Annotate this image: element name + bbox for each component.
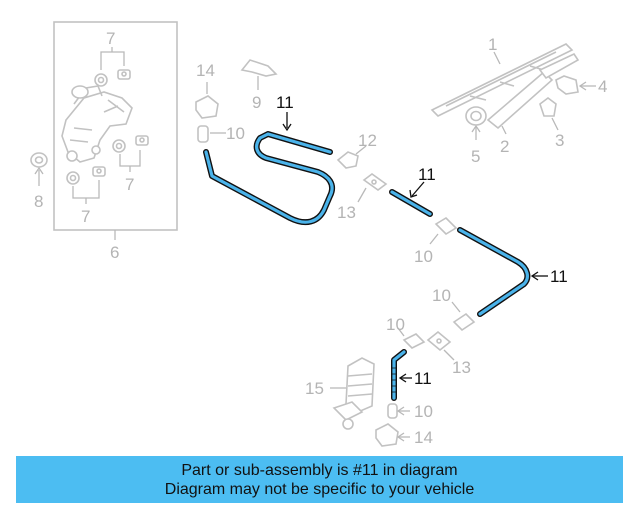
callout-13-top: 13	[337, 203, 356, 222]
callout-6: 6	[110, 243, 119, 262]
callout-2: 2	[500, 137, 509, 156]
callout-5: 5	[471, 147, 480, 166]
callout-8: 8	[34, 192, 43, 211]
callout-3: 3	[555, 131, 564, 150]
callout-10-lower: 10	[386, 315, 405, 334]
hose-joint-10-middle	[429, 216, 458, 245]
callout-7-right: 7	[125, 175, 134, 194]
callout-11-lower: 11	[414, 369, 432, 388]
bolt-top-right	[117, 69, 131, 80]
pivot-nut	[465, 106, 487, 140]
banner-line-1: Part or sub-assembly is #11 in diagram	[181, 461, 458, 479]
wiper-nozzle	[555, 75, 596, 95]
washer-hose-11-short[interactable]	[389, 189, 433, 217]
hose-joint-10-lower	[397, 327, 426, 349]
washer-hose-11-upper-left[interactable]	[203, 131, 336, 226]
check-valve-13-bottom	[426, 330, 455, 361]
bolt-bottom-right	[92, 166, 106, 177]
wiper-arm	[486, 52, 580, 135]
hose-joint-10-right	[451, 301, 476, 332]
callout-10-middle: 10	[414, 247, 433, 266]
banner-line-2: Diagram may not be specific to your vehi…	[164, 480, 475, 498]
callout-11-upper-left: 11	[276, 93, 294, 112]
wiper-blade	[430, 43, 574, 117]
hose-clamp-14-bottom	[375, 423, 410, 447]
washer-nozzle-12	[336, 145, 367, 169]
callout-11-short: 11	[418, 165, 436, 184]
callout-4: 4	[598, 77, 607, 96]
info-banner: Part or sub-assembly is #11 in diagram D…	[16, 456, 623, 503]
callout-13-bottom: 13	[452, 358, 471, 377]
hose-joint-10-bottom	[387, 403, 410, 419]
parts-diagram: 7 7 7 6 8 1 2 3 4	[30, 21, 607, 447]
grommet-bottom-left	[66, 171, 80, 185]
callout-10-top: 10	[226, 124, 245, 143]
callout-7-top: 7	[106, 29, 115, 48]
arm-cap	[539, 97, 559, 131]
grommet-8	[30, 152, 48, 186]
callout-14-top: 14	[196, 61, 215, 80]
bolt-mid-right	[135, 135, 149, 146]
callout-10-right: 10	[432, 286, 451, 305]
callout-15: 15	[305, 379, 324, 398]
callout-9: 9	[252, 93, 261, 112]
washer-hose-11-lower[interactable]	[391, 349, 407, 401]
check-valve-13-top	[357, 173, 388, 203]
callout-10-bottom: 10	[414, 402, 433, 421]
wiper-motor-assembly: 7 7 7	[53, 21, 178, 231]
hose-joint-10-top	[197, 125, 226, 143]
grommet-mid-right	[112, 139, 126, 153]
callout-14-bottom: 14	[414, 428, 433, 447]
washer-hose-11-long[interactable]	[457, 227, 531, 317]
callout-12: 12	[358, 131, 377, 150]
callout-7-bottom: 7	[81, 207, 90, 226]
hose-clamp-14-top	[195, 82, 219, 119]
grommet-top-left	[94, 73, 108, 87]
washer-pump-15	[330, 357, 375, 430]
callout-11-long: 11	[550, 267, 568, 286]
callout-1: 1	[488, 35, 497, 54]
hose-clip-9	[240, 59, 278, 90]
